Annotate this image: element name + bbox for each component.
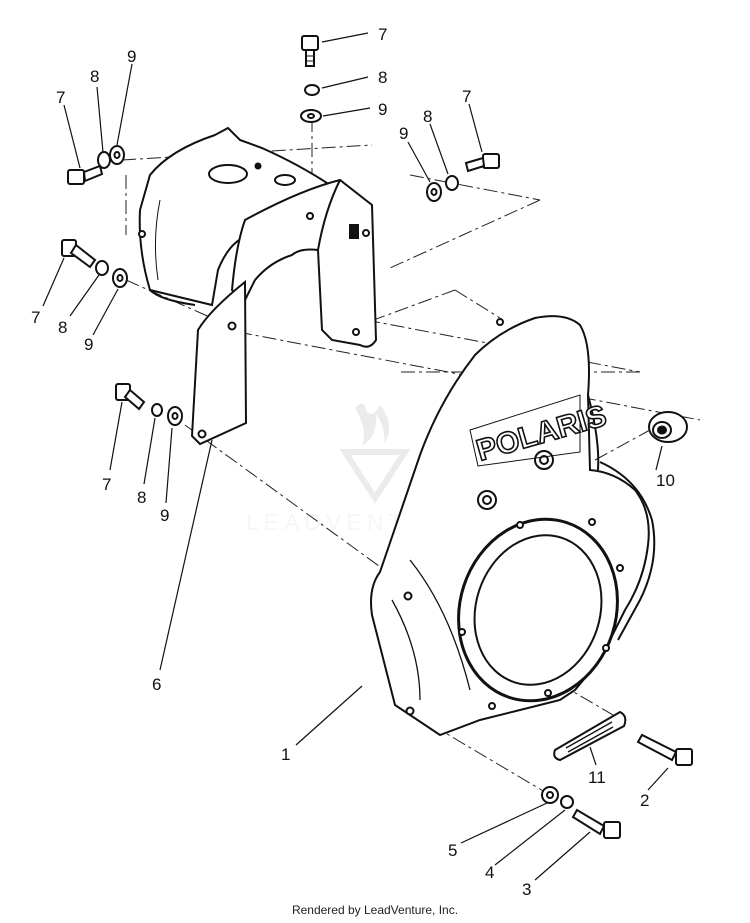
left-shroud-panel: [138, 126, 332, 307]
callout-6: 6: [152, 675, 161, 694]
callout-9: 9: [127, 47, 136, 66]
callout-7: 7: [31, 308, 40, 327]
bolt-part-2: [636, 733, 693, 766]
callout-8: 8: [423, 107, 432, 126]
callout-10: 10: [656, 471, 675, 490]
callout-5: 5: [448, 841, 457, 860]
lock-washers: [95, 84, 574, 809]
bolt-part-3: [571, 808, 621, 839]
callout-7: 7: [462, 87, 471, 106]
callout-9: 9: [399, 124, 408, 143]
callout-8: 8: [90, 67, 99, 86]
baffle-plate: [190, 279, 248, 446]
callout-8: 8: [58, 318, 67, 337]
callout-1: 1: [281, 745, 290, 764]
grommet: [648, 411, 688, 443]
bolt-upper-left: [67, 164, 104, 185]
callout-7: 7: [102, 475, 111, 494]
callout-4: 4: [485, 863, 494, 882]
callout-labels: 7 8 9 7 8 9 9 8 7 7 8 9 7 8 9 6 1 10 11 …: [31, 25, 675, 899]
callout-8: 8: [137, 488, 146, 507]
bolt-middle-left: [61, 239, 97, 269]
callout-9: 9: [378, 100, 387, 119]
callout-11: 11: [588, 768, 606, 787]
bolt-top: [301, 35, 319, 67]
callout-7: 7: [378, 25, 387, 44]
slotted-strap: [553, 710, 627, 762]
callout-8: 8: [378, 68, 387, 87]
callout-7: 7: [56, 88, 65, 107]
footer-credit: Rendered by LeadVenture, Inc.: [291, 903, 459, 917]
blower-housing: POLARIS: [370, 315, 656, 737]
flat-washers: [109, 109, 559, 804]
bolts: [61, 35, 693, 839]
callout-9: 9: [84, 335, 93, 354]
callout-2: 2: [640, 791, 649, 810]
top-shroud-panel: [230, 178, 378, 348]
bolt-upper-right: [464, 153, 500, 173]
leader-lines: [42, 32, 669, 881]
callout-9: 9: [160, 506, 169, 525]
bolt-lower-left: [115, 383, 146, 411]
callout-3: 3: [522, 880, 531, 899]
